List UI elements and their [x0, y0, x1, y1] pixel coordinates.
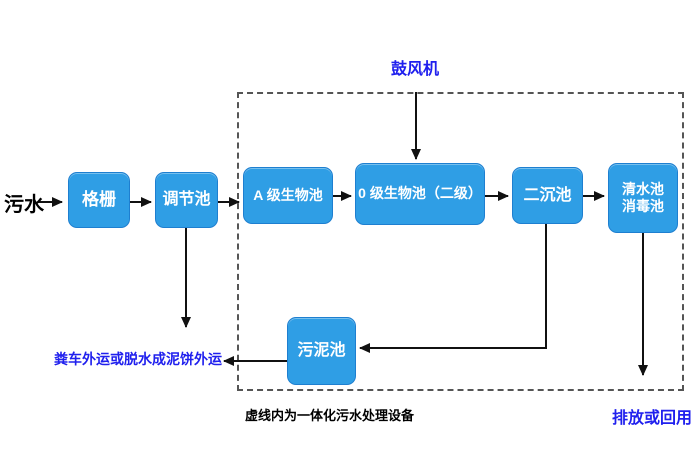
sludge-outlet-label: 粪车外运或脱水成泥饼外运 [54, 351, 222, 367]
node-grid: 格栅 [68, 172, 130, 228]
node-secondary-sedimentation-tank: 二沉池 [512, 167, 583, 224]
dashed-box-caption: 虚线内为一体化污水处理设备 [245, 408, 415, 423]
discharge-label: 排放或回用 [612, 410, 693, 427]
clean-water-tank-label: 清水池 [622, 180, 664, 197]
node-regulating-tank: 调节池 [155, 172, 218, 228]
node-clean-water-disinfection-tank: 清水池 消毒池 [608, 163, 678, 233]
node-sludge-tank: 污泥池 [287, 317, 356, 385]
node-a-bio-tank: A 级生物池 [243, 167, 333, 224]
integrated-equipment-dashed-boundary [237, 92, 684, 391]
blower-label: 鼓风机 [391, 61, 440, 78]
node-o-bio-tank: 0 级生物池（二级） [355, 163, 485, 225]
influent-label: 污水 [4, 194, 44, 216]
disinfection-tank-label: 消毒池 [622, 198, 664, 214]
